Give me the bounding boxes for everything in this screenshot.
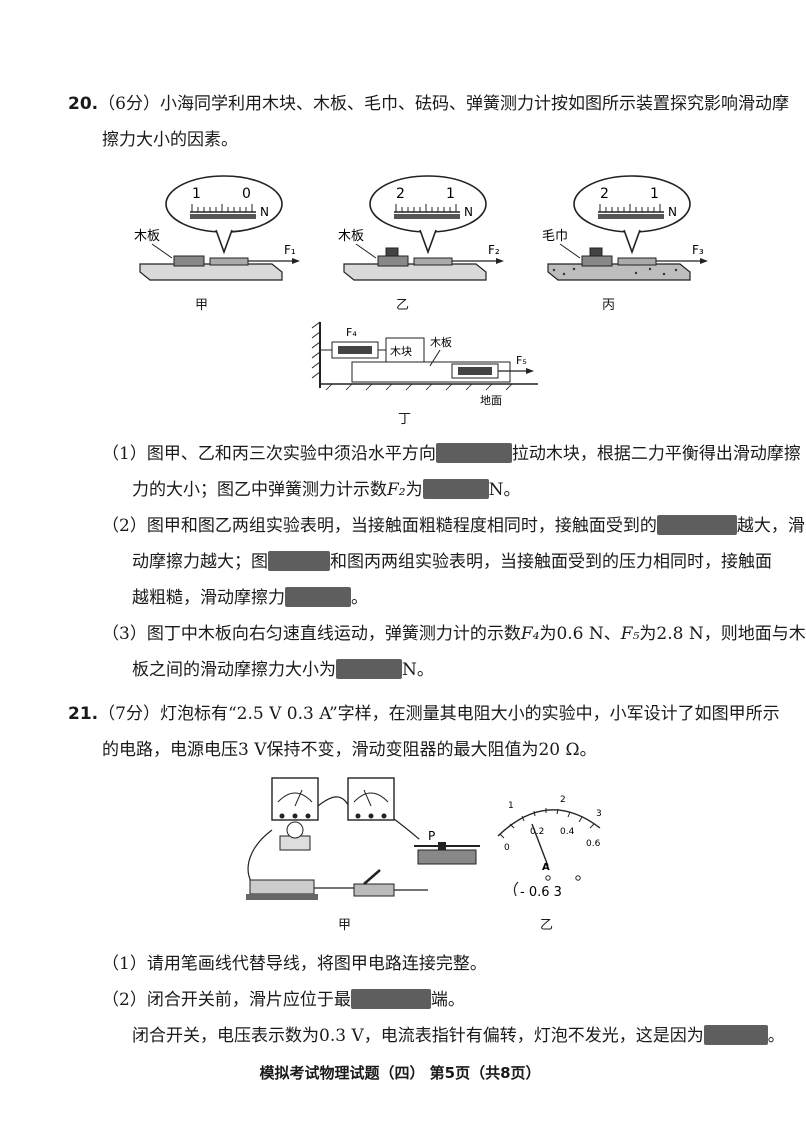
voltmeter bbox=[271, 777, 319, 821]
svg-text:N: N bbox=[668, 205, 677, 219]
svg-text:F₃: F₃ bbox=[692, 243, 704, 257]
svg-text:F₂: F₂ bbox=[488, 243, 500, 257]
figure-circuit-jia: P bbox=[246, 777, 480, 900]
fig-bing-scale-left: 2 bbox=[600, 186, 609, 202]
q20-stem-line1: 20.（6分）小海同学利用木块、木板、毛巾、砝码、弹簧测力计按如图所示装置探究影… bbox=[68, 94, 789, 114]
ammeter bbox=[347, 777, 395, 821]
svg-text:1: 1 bbox=[508, 801, 514, 811]
answer-blank-7[interactable] bbox=[350, 989, 431, 1009]
fig-ding-caption: 丁 bbox=[398, 412, 412, 427]
svg-text:F₅: F₅ bbox=[516, 354, 527, 367]
svg-text:A: A bbox=[542, 862, 550, 873]
q21-stem-line2: 的电路，电源电压3 V保持不变，滑动变阻器的最大阻值为20 Ω。 bbox=[102, 740, 597, 760]
q20-part1-line1: （1）图甲、乙和丙三次实验中须沿水平方向拉动木块，根据二力平衡得出滑动摩擦 bbox=[102, 443, 801, 464]
svg-text:0.6: 0.6 bbox=[586, 839, 601, 849]
fig-jia-caption: 甲 bbox=[195, 298, 209, 313]
ammeter-terminals: - 0.6 3 bbox=[520, 885, 562, 900]
svg-text:3: 3 bbox=[596, 809, 602, 819]
figure-ammeter-yi: 1 2 3 0 0.2 0.4 0.6 A - 0.6 3 bbox=[497, 795, 602, 900]
fig-yi-scale-left: 2 bbox=[396, 186, 405, 202]
fig-ding-ground-label: 地面 bbox=[480, 394, 502, 407]
svg-text:N: N bbox=[464, 205, 473, 219]
answer-blank-4[interactable] bbox=[268, 551, 330, 571]
bulb bbox=[279, 821, 311, 851]
q20-part2-line1: （2）图甲和图乙两组实验表明，当接触面粗糙程度相同时，接触面受到的越大，滑 bbox=[102, 515, 805, 536]
svg-text:F₄: F₄ bbox=[346, 326, 357, 339]
q21-part2-line2: 闭合开关，电压表示数为0.3 V，电流表指针有偏转，灯泡不发光，这是因为。 bbox=[132, 1025, 785, 1046]
fig-ammeter-yi-caption: 乙 bbox=[540, 918, 554, 933]
q20-part3-line1: （3）图丁中木板向右匀速直线运动，弹簧测力计的示数F₄为0.6 N、F₅为2.8… bbox=[102, 624, 806, 644]
fig-bing-scale-right: 1 bbox=[650, 186, 659, 202]
fig-jia-scale-right: 0 bbox=[242, 186, 251, 202]
battery bbox=[246, 879, 318, 900]
q21-part1: （1）请用笔画线代替导线，将图甲电路连接完整。 bbox=[102, 954, 487, 974]
fig-bing-caption: 丙 bbox=[602, 298, 616, 313]
answer-blank-2[interactable] bbox=[422, 479, 489, 499]
answer-blank-8[interactable] bbox=[703, 1025, 768, 1045]
q20-part2-line2: 动摩擦力越大；图和图丙两组实验表明，当接触面受到的压力相同时，接触面 bbox=[132, 551, 772, 572]
svg-text:2: 2 bbox=[560, 795, 566, 805]
fig-yi-scale-right: 1 bbox=[446, 186, 455, 202]
fig-jia-scale-left: 1 bbox=[192, 186, 201, 202]
fig-ding-block-label: 木块 bbox=[390, 345, 412, 358]
svg-text:0.2: 0.2 bbox=[530, 827, 544, 837]
page-footer: 模拟考试物理试题（四） 第5页（共8页） bbox=[259, 1064, 541, 1082]
q20-stem-line2: 擦力大小的因素。 bbox=[102, 130, 238, 150]
fig-jia-surface-label: 木板 bbox=[134, 229, 160, 244]
answer-blank-1[interactable] bbox=[435, 443, 512, 463]
svg-text:N: N bbox=[260, 205, 269, 219]
answer-blank-3[interactable] bbox=[656, 515, 737, 535]
svg-text:0.4: 0.4 bbox=[560, 827, 575, 837]
switch bbox=[353, 869, 395, 897]
fig-ding-board-label: 木板 bbox=[430, 335, 452, 349]
q20-number: 20. bbox=[68, 94, 99, 114]
figure-bing: 2 1 N 毛巾 F₃ bbox=[542, 175, 708, 281]
answer-blank-6[interactable] bbox=[336, 659, 402, 679]
q21-part2-line1: （2）闭合开关前，滑片应位于最端。 bbox=[102, 989, 465, 1010]
rheostat-p-label: P bbox=[428, 829, 435, 843]
fig-circuit-jia-caption: 甲 bbox=[338, 918, 352, 933]
ammeter-needle bbox=[531, 823, 549, 867]
svg-text:0: 0 bbox=[504, 843, 510, 853]
fig-yi-surface-label: 木板 bbox=[338, 229, 364, 244]
q21-number: 21. bbox=[68, 704, 99, 724]
svg-text:F₁: F₁ bbox=[284, 243, 296, 257]
fig-yi-caption: 乙 bbox=[396, 298, 410, 313]
figure-jia: 1 0 N 木板 F₁ bbox=[134, 175, 300, 281]
figure-yi: 2 1 N 木板 F₂ bbox=[338, 175, 504, 281]
q21-stem-line1: 21.（7分）灯泡标有“2.5 V 0.3 A”字样，在测量其电阻大小的实验中，… bbox=[68, 704, 780, 724]
fig-bing-surface-label: 毛巾 bbox=[542, 229, 568, 244]
q20-part2-line3: 越粗糙，滑动摩擦力。 bbox=[132, 587, 368, 608]
answer-blank-5[interactable] bbox=[285, 587, 351, 607]
figure-ding: 木块 木板 F₅ F₄ 地面 bbox=[311, 321, 538, 407]
rheostat bbox=[414, 842, 480, 865]
